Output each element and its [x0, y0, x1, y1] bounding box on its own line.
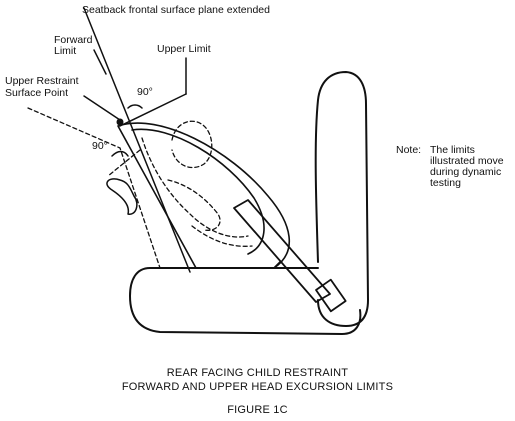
angle-arc-upper: [127, 104, 143, 109]
angle-label-forward: 90°: [92, 140, 108, 152]
angle-label-upper: 90°: [137, 86, 153, 98]
angle-construction-dashed: [107, 149, 141, 177]
caption-line-1: REAR FACING CHILD RESTRAINT: [166, 367, 349, 379]
child-head-outline: [171, 120, 213, 169]
child-arm-outline: [167, 179, 221, 231]
forward-limit-leader: [93, 49, 107, 75]
child-hand-front: [106, 178, 138, 215]
lap-belt: [233, 199, 331, 303]
belt-buckle: [315, 278, 347, 313]
forward-limit-label-line2: Limit: [54, 45, 77, 57]
figure-label: FIGURE 1C: [227, 404, 288, 416]
upper-limit-label: Upper Limit: [157, 43, 211, 55]
upper-restraint-label-line1: Upper Restraint: [5, 75, 79, 87]
seat-cushion: [129, 267, 362, 335]
upper-limit-line: [119, 93, 187, 127]
upper-restraint-label-line2: Surface Point: [5, 87, 69, 99]
forward-excursion-dashed: [27, 107, 161, 269]
angle-arc-forward: [111, 150, 129, 157]
note-line-4: testing: [430, 177, 461, 189]
caption-line-2: FORWARD AND UPPER HEAD EXCURSION LIMITS: [121, 381, 394, 393]
upper-restraint-point: [116, 118, 124, 126]
seatback-plane-label: Seatback frontal surface plane extended: [82, 4, 270, 16]
child-leg-outline: [191, 225, 253, 247]
restraint-shell-outer: [117, 122, 290, 269]
seatback-plane-line: [83, 7, 191, 273]
upper-restraint-leader: [83, 95, 121, 121]
note-prefix: Note:: [396, 144, 422, 156]
note-line-1: The limits: [430, 144, 475, 156]
child-torso-outline: [141, 137, 249, 238]
restraint-shell-base: [195, 261, 281, 269]
note-line-3: during dynamic: [430, 166, 502, 178]
restraint-shell-inner: [131, 128, 265, 255]
note-line-2: illustrated move: [430, 155, 504, 167]
seat-back: [314, 71, 369, 327]
forward-limit-label-line1: Forward: [54, 34, 93, 46]
